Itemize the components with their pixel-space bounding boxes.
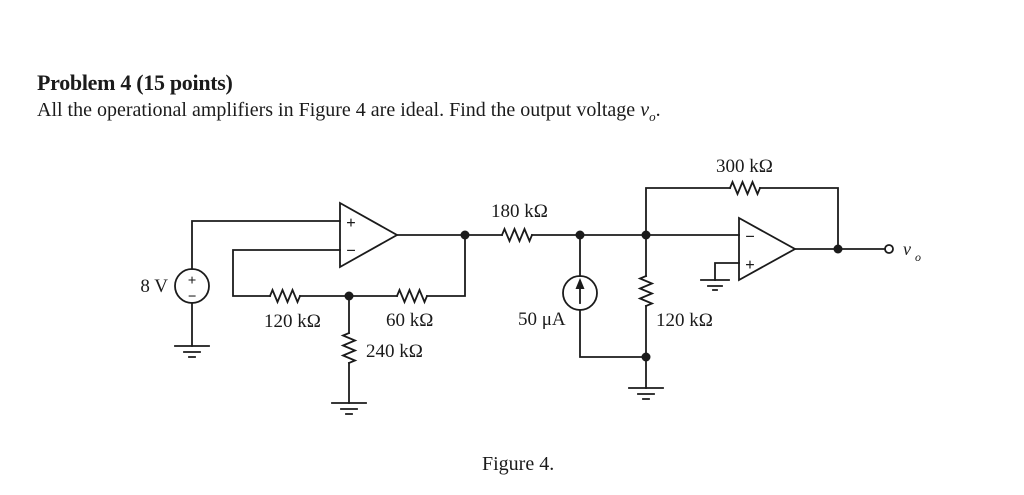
resistor-120k-right-label: 120 kΩ (656, 310, 713, 331)
figure-caption: Figure 4. (482, 453, 555, 475)
source-voltage-label: 8 V (140, 276, 168, 297)
ground-icon (331, 402, 367, 415)
resistor-120k-right (637, 274, 655, 308)
current-source-label: 50 μA (518, 309, 566, 330)
node-dot (833, 244, 843, 254)
problem-statement-period: . (655, 99, 661, 121)
node-dot (641, 352, 651, 362)
ground-icon (700, 279, 730, 291)
output-terminal (884, 244, 894, 254)
opamp2-inverting-label: − (745, 227, 755, 246)
wire (645, 187, 731, 236)
output-voltage-subscript: o (649, 109, 656, 124)
resistor-120k-left (268, 287, 302, 305)
resistor-180k-label: 180 kΩ (491, 201, 548, 222)
node-dot (575, 230, 585, 240)
problem-statement: All the operational amplifiers in Figure… (37, 99, 661, 125)
voltage-source-plus: + (188, 273, 197, 289)
output-voltage-symbol: v (640, 99, 650, 121)
ground-icon (628, 387, 664, 400)
wire (232, 249, 341, 297)
opamp2-triangle (738, 216, 797, 282)
output-voltage-label-subscript: o (915, 250, 921, 264)
voltage-source-circle (174, 268, 210, 304)
voltage-source-minus: − (188, 289, 197, 305)
opamp1-triangle (339, 201, 399, 269)
wire (759, 187, 839, 250)
resistor-240k (340, 331, 358, 365)
resistor-180k (500, 226, 534, 244)
resistor-240k-label: 240 kΩ (366, 341, 423, 362)
node-dot (460, 230, 470, 240)
wire (579, 309, 647, 358)
resistor-120k-left-label: 120 kΩ (264, 311, 321, 332)
current-source-circle (562, 275, 598, 311)
wire (191, 220, 341, 270)
resistor-60k (395, 287, 429, 305)
opamp2-noninverting-label: + (745, 255, 755, 274)
output-voltage-label: v (903, 239, 911, 259)
opamp1-inverting-label: − (346, 241, 356, 260)
current-source-arrowhead (575, 278, 585, 289)
ground-icon (174, 345, 210, 358)
resistor-300k-label: 300 kΩ (716, 156, 773, 177)
wire (714, 262, 740, 281)
node-dot (344, 291, 354, 301)
problem-title: Problem 4 (15 points) (37, 70, 233, 95)
resistor-300k (728, 179, 762, 197)
problem-statement-text: All the operational amplifiers in Figure… (37, 99, 641, 121)
wire (426, 234, 466, 297)
resistor-60k-label: 60 kΩ (386, 310, 433, 331)
node-dot (641, 230, 651, 240)
opamp1-noninverting-label: + (346, 213, 356, 232)
